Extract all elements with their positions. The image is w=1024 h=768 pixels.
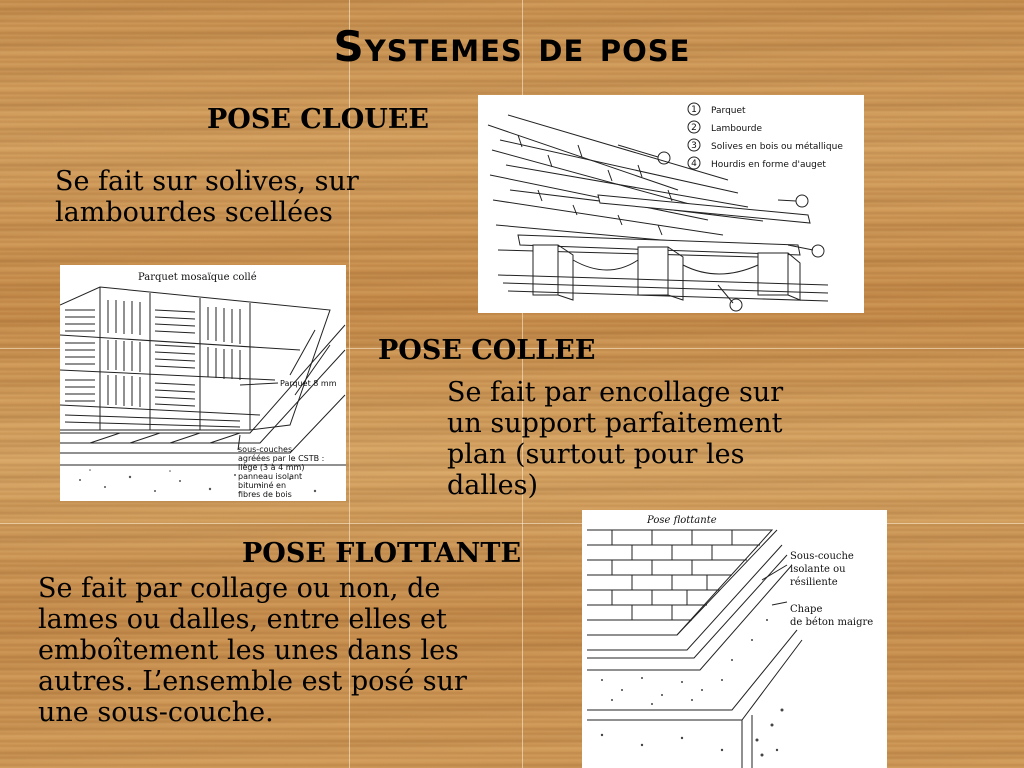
fig-number: 1 (691, 105, 697, 115)
fig-label: sous-couches (238, 445, 292, 454)
text-line: emboîtement les unes dans les (38, 635, 459, 666)
text-line: plan (surtout pour les (447, 439, 745, 470)
fig-label: de béton maigre (790, 617, 873, 628)
fig-number: 2 (691, 123, 697, 133)
fig-label: agréées par le CSTB : (238, 453, 324, 463)
fig-label: isolante ou (790, 564, 846, 575)
text-line: autres. L’ensemble est posé sur (38, 666, 467, 697)
text-line: dalles) (447, 470, 539, 501)
fig-label: fibres de bois (238, 490, 292, 499)
text-pose-flottante: Se fait par collage ou non, de lames ou … (38, 573, 467, 728)
text-line: lames ou dalles, entre elles et (38, 604, 447, 635)
fig-label: Sous-couche (790, 551, 854, 562)
text-pose-clouee: Se fait sur solives, sur lambourdes scel… (55, 166, 359, 228)
figure-pose-clouee: 1 2 3 4 Parquet Lambourde Solives en boi… (478, 95, 864, 313)
text-line: un support parfaitement (447, 408, 783, 439)
text-pose-collee: Se fait par encollage sur un support par… (447, 377, 783, 501)
grid-line (522, 0, 523, 768)
heading-pose-clouee: POSE CLOUEE (207, 104, 429, 135)
text-line: Se fait par collage ou non, de (38, 573, 441, 604)
grid-line (349, 0, 350, 768)
heading-pose-flottante: POSE FLOTTANTE (242, 538, 522, 569)
fig-legend-item: Hourdis en forme d'auget (711, 160, 826, 170)
figure-pose-flottante: Pose flottante Sous-co (582, 510, 887, 768)
fig-title: Pose flottante (646, 515, 717, 526)
text-line: une sous-couche. (38, 697, 274, 728)
fig-number: 3 (691, 141, 697, 151)
heading-pose-collee: POSE COLLEE (378, 335, 596, 366)
fig-label: panneau isolant (238, 472, 302, 481)
fig-legend-item: Lambourde (711, 124, 762, 134)
slide-title: Systemes de pose (333, 22, 691, 71)
fig-label: Chape (790, 604, 822, 615)
fig-legend-item: Parquet (711, 106, 746, 116)
figure-parquet-mosaique: Parquet mosaïque collé (60, 265, 346, 501)
grid-line (0, 523, 1024, 524)
fig-title: Parquet mosaïque collé (138, 272, 257, 283)
text-line: lambourdes scellées (55, 197, 333, 228)
fig-label: Parquet 8 mm (280, 379, 337, 388)
fig-label: bituminé en (238, 480, 286, 490)
fig-number: 4 (691, 159, 697, 169)
grid-line (0, 348, 1024, 349)
text-line: Se fait par encollage sur (447, 377, 784, 408)
fig-label: résiliente (790, 577, 838, 588)
fig-label: liège (3 à 4 mm) (238, 462, 304, 472)
fig-legend-item: Solives en bois ou métallique (711, 141, 843, 152)
text-line: Se fait sur solives, sur (55, 166, 359, 197)
